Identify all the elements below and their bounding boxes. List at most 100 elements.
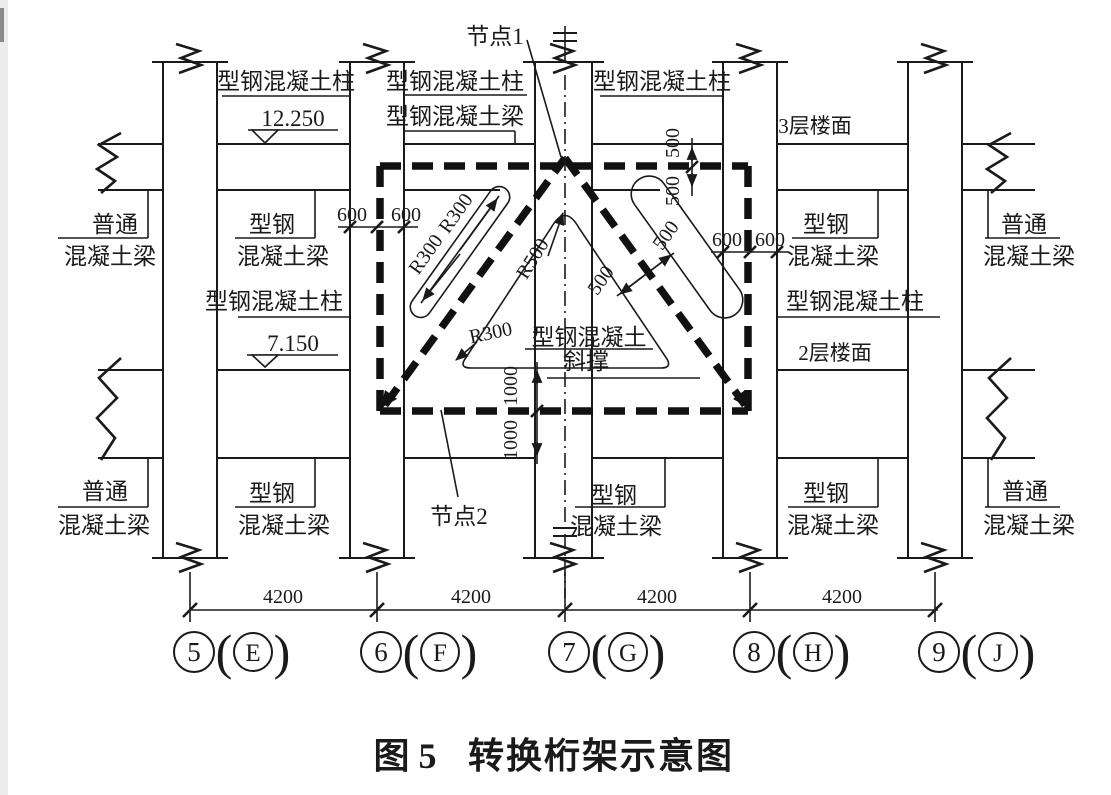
grid-bubbles: 5 ( E ) 6 ( F ) 7 ( G ) 8 ( H ) 9 ( J ) [173, 624, 1036, 680]
src-column-label: 型钢混凝土柱 [205, 289, 343, 314]
brace-label-line2: 斜撑 [563, 349, 609, 374]
dim-500-vertical: 500 500 [662, 128, 699, 206]
transfer-truss-outline [376, 155, 752, 415]
node1-callout: 节点1 [466, 24, 562, 158]
ordinary-label: 普通 [1002, 479, 1048, 504]
paren-close: ) [834, 624, 851, 680]
brace-width-500: 500 [583, 262, 618, 299]
top-labels: 型钢混凝土柱 型钢混凝土柱 型钢混凝土梁 型钢混凝土柱 3层楼面 [217, 69, 852, 144]
dim-500: 500 [662, 128, 684, 158]
dim-1000-vertical: 1000 1000 [500, 362, 544, 464]
floor2-label: 2层楼面 [798, 341, 872, 365]
paren-open: ( [216, 624, 233, 680]
r300-label: R300 [405, 230, 448, 278]
grid-number-bubble [918, 631, 960, 673]
src-column-label: 型钢混凝土柱 [593, 69, 731, 94]
concrete-beam-label: 混凝土梁 [570, 514, 662, 539]
ordinary-label: 普通 [82, 479, 128, 504]
grid-letter: G [619, 640, 637, 667]
inner-opening-outline [462, 214, 670, 369]
mid-labels: 普通 混凝土梁 型钢 混凝土梁 型钢混凝土柱 型钢混凝土柱 型钢 混凝土梁 普通… [58, 190, 1075, 365]
r300-label: R300 [435, 189, 478, 237]
node2-label: 节点2 [430, 504, 488, 529]
floor-beam-lines [98, 143, 1035, 459]
src-column-label: 型钢混凝土柱 [217, 69, 355, 94]
brace-width-500: 500 [648, 217, 683, 254]
level-triangle-icon [250, 129, 280, 145]
concrete-beam-label: 混凝土梁 [787, 244, 879, 269]
dim-600: 600 [391, 204, 421, 226]
grid-number-bubble [360, 631, 402, 673]
dim-600-right: 600 600 [711, 229, 789, 259]
dim-1000: 1000 [500, 420, 522, 460]
node1-label: 节点1 [466, 24, 524, 49]
grid-letter-bubble [793, 632, 833, 672]
dim-600-left: 600 600 [337, 204, 421, 236]
dim-600: 600 [755, 229, 785, 251]
dim-600: 600 [712, 229, 742, 251]
right-brace-slot [630, 175, 744, 319]
node2-callout: 节点2 [430, 409, 488, 529]
ordinary-label: 普通 [1001, 212, 1047, 237]
grid-letter: E [245, 640, 260, 667]
span-dimension-line: 4200 4200 4200 4200 [182, 572, 943, 622]
level-value: 12.250 [261, 106, 324, 131]
concrete-beam-label: 混凝土梁 [983, 513, 1075, 538]
bottom-labels: 普通 混凝土梁 型钢 混凝土梁 型钢 混凝土梁 型钢 混凝土梁 普通 混凝土梁 [58, 458, 1075, 539]
grid-letter: F [433, 640, 447, 667]
diagonal-end-arrow-right [733, 390, 749, 408]
steel-label: 型钢 [803, 481, 849, 506]
r500-label: R500 [512, 235, 554, 283]
brace-callout: 型钢混凝土 斜撑 [525, 325, 700, 379]
grid-letter-bubble [608, 632, 648, 672]
grid7-centerline [553, 26, 577, 598]
src-beam-label: 型钢混凝土梁 [386, 104, 524, 129]
scan-mark [0, 8, 4, 42]
grid-letter-bubble [420, 632, 460, 672]
scan-edge [0, 0, 8, 795]
span-4200: 4200 [451, 586, 491, 608]
beam-break-symbols [94, 131, 1012, 461]
span-4200: 4200 [822, 586, 862, 608]
paren-open: ( [403, 624, 420, 680]
level-mark-12250: 12.250 [248, 106, 338, 145]
paren-close: ) [274, 624, 291, 680]
paren-open: ( [961, 624, 978, 680]
concrete-beam-label: 混凝土梁 [983, 244, 1075, 269]
grid-letter-bubble [978, 632, 1018, 672]
steel-label: 型钢 [591, 483, 637, 508]
paren-close: ) [1019, 624, 1036, 680]
grid-number: 9 [932, 637, 946, 667]
grid-number: 6 [374, 637, 388, 667]
grid-number-bubble [733, 631, 775, 673]
concrete-beam-label: 混凝土梁 [237, 244, 329, 269]
dim-1000: 1000 [500, 366, 522, 406]
level-mark-7150: 7.150 [247, 331, 338, 369]
level-value: 7.150 [267, 331, 319, 356]
src-column-label: 型钢混凝土柱 [786, 289, 924, 314]
src-column-label: 型钢混凝土柱 [386, 69, 524, 94]
brace-outlines [409, 175, 744, 369]
paren-close: ) [461, 624, 478, 680]
level-triangle-icon [249, 354, 281, 369]
diagonal-end-arrow-left [381, 390, 397, 408]
grid-letter-bubble [233, 632, 273, 672]
concrete-beam-label: 混凝土梁 [64, 244, 156, 269]
brace-label-line1: 型钢混凝土 [532, 325, 647, 350]
floor3-label: 3层楼面 [778, 114, 852, 138]
grid-number: 7 [562, 637, 576, 667]
concrete-beam-label: 混凝土梁 [787, 513, 879, 538]
steel-label: 型钢 [249, 481, 295, 506]
caption-title: 转换桁架示意图 [468, 736, 734, 776]
concrete-beam-label: 混凝土梁 [58, 513, 150, 538]
span-4200: 4200 [263, 586, 303, 608]
ordinary-label: 普通 [92, 212, 138, 237]
steel-label: 型钢 [249, 212, 295, 237]
figure-caption: 图 5 转换桁架示意图 [373, 736, 734, 776]
paren-open: ( [591, 624, 608, 680]
grid-letter: J [993, 640, 1003, 667]
paren-open: ( [776, 624, 793, 680]
grid-number-bubble [548, 631, 590, 673]
